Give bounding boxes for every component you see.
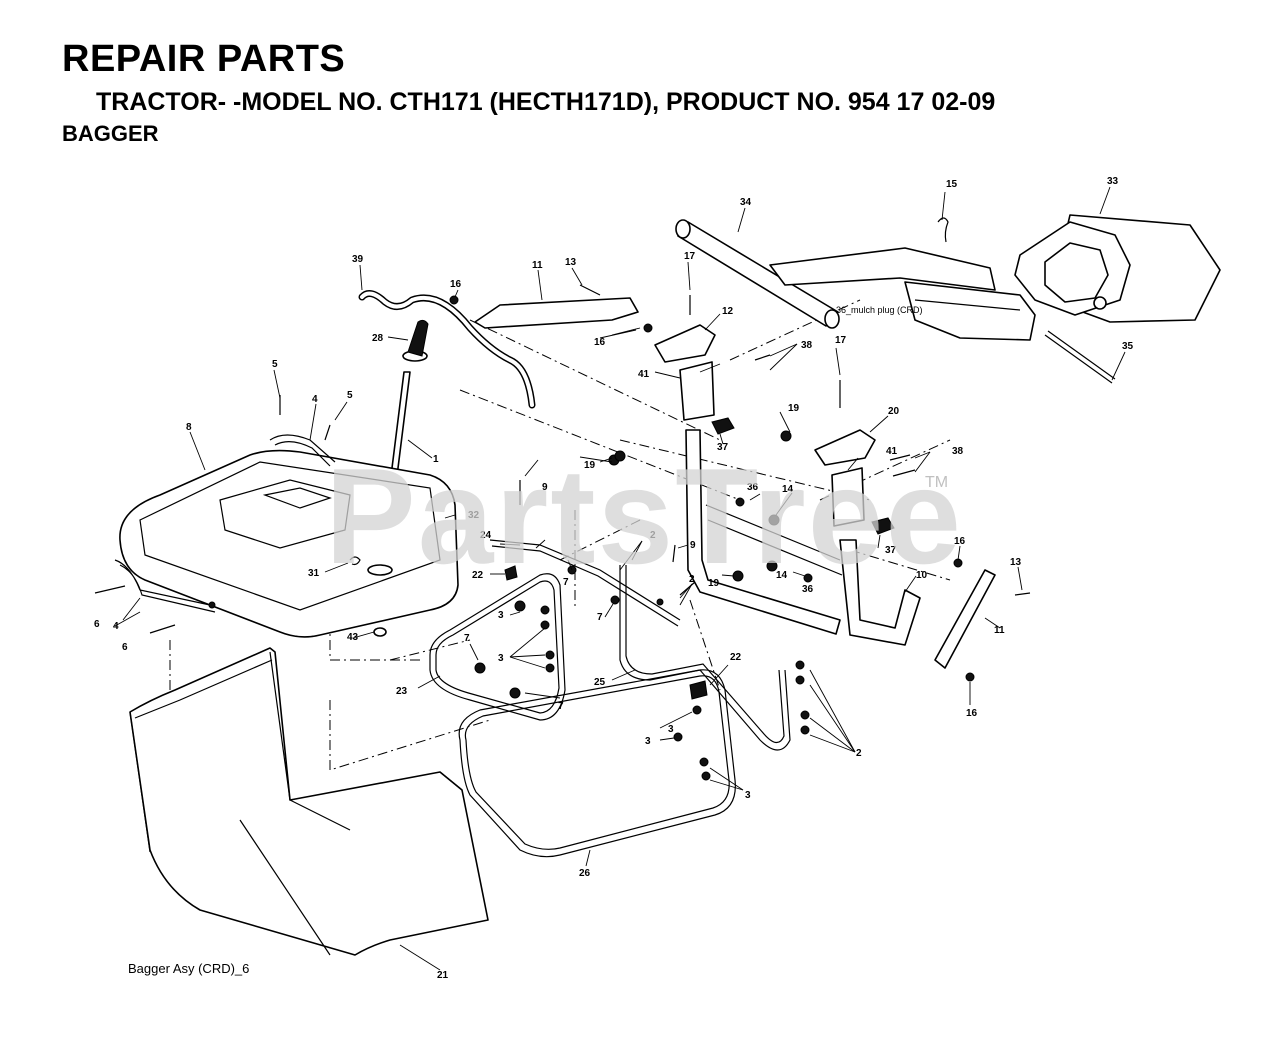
hardware-bolts bbox=[94, 284, 1031, 781]
grip-part-28 bbox=[402, 319, 429, 362]
callout-26: 26 bbox=[579, 868, 591, 879]
callout-19a: 19 bbox=[788, 403, 800, 414]
callout-labels: 39 28 1 8 5 5 4 4 6 6 43 31 32 9 9 24 22… bbox=[94, 176, 1134, 981]
callout-41a: 41 bbox=[638, 369, 650, 380]
callout-3d: 3 bbox=[645, 736, 651, 747]
mulch-plug-note: 36_mulch plug (CRD) bbox=[836, 305, 923, 315]
callout-16b: 16 bbox=[594, 337, 606, 348]
callout-17b: 17 bbox=[835, 335, 847, 346]
callout-16c: 16 bbox=[954, 536, 966, 547]
diagram-caption: Bagger Asy (CRD)_6 bbox=[128, 961, 250, 976]
callout-9a: 9 bbox=[542, 482, 548, 493]
callout-19c: 19 bbox=[708, 578, 720, 589]
latch-part-20 bbox=[814, 429, 876, 466]
page-title: REPAIR PARTS bbox=[62, 38, 346, 80]
callout-19b: 19 bbox=[584, 460, 596, 471]
callout-24: 24 bbox=[480, 530, 492, 541]
callout-2b: 2 bbox=[689, 574, 695, 585]
callout-11a: 11 bbox=[532, 260, 543, 271]
callout-13a: 13 bbox=[565, 257, 577, 268]
handle-part-4-left bbox=[114, 559, 216, 613]
callout-3a: 3 bbox=[498, 610, 504, 621]
callout-31: 31 bbox=[308, 568, 320, 579]
bracket-part-11-right bbox=[934, 569, 996, 669]
frame-part-23 bbox=[429, 573, 566, 721]
watermark: PartsTree bbox=[325, 440, 963, 592]
callout-4a: 4 bbox=[312, 394, 318, 405]
section-title: BAGGER bbox=[62, 121, 159, 146]
callout-43: 43 bbox=[347, 632, 359, 643]
chute-part-33 bbox=[1014, 214, 1221, 323]
callout-4b: 4 bbox=[113, 621, 119, 632]
callout-37a: 37 bbox=[717, 442, 729, 453]
callout-7a: 7 bbox=[563, 577, 569, 588]
callout-16d: 16 bbox=[966, 708, 978, 719]
callout-14a: 14 bbox=[782, 484, 794, 495]
callout-37b: 37 bbox=[885, 545, 897, 556]
callout-15: 15 bbox=[946, 179, 958, 190]
callout-22b: 22 bbox=[730, 652, 742, 663]
callout-39: 39 bbox=[352, 254, 364, 265]
callout-6b: 6 bbox=[122, 642, 128, 653]
callout-20: 20 bbox=[888, 406, 900, 417]
callout-35: 35 bbox=[1122, 341, 1134, 352]
callout-3e: 3 bbox=[745, 790, 751, 801]
callout-5a: 5 bbox=[272, 359, 278, 370]
callout-5b: 5 bbox=[347, 390, 353, 401]
clip-part-15 bbox=[937, 217, 949, 243]
callout-38b: 38 bbox=[952, 446, 964, 457]
handle-rod-part-39 bbox=[358, 290, 536, 409]
bracket-part-11-top bbox=[474, 297, 639, 329]
callout-3c: 3 bbox=[668, 724, 674, 735]
callout-36a: 36 bbox=[747, 482, 759, 493]
callout-16a: 16 bbox=[450, 279, 462, 290]
frame-part-26 bbox=[458, 669, 736, 858]
callout-33: 33 bbox=[1107, 176, 1119, 187]
watermark-tm: TM bbox=[925, 474, 949, 491]
hinge-part-41-right bbox=[831, 467, 865, 527]
callout-17a: 17 bbox=[684, 251, 696, 262]
callout-25: 25 bbox=[594, 677, 606, 688]
callout-3b: 3 bbox=[498, 653, 504, 664]
latch-part-12 bbox=[654, 324, 716, 363]
callout-23: 23 bbox=[396, 686, 408, 697]
callout-36b: 36 bbox=[802, 584, 814, 595]
callout-8: 8 bbox=[186, 422, 192, 433]
callout-7d: 7 bbox=[558, 701, 564, 712]
bag-top-part-8 bbox=[119, 449, 459, 638]
callout-7b: 7 bbox=[597, 612, 603, 623]
mulch-plug-part-36 bbox=[769, 247, 1036, 341]
callout-28: 28 bbox=[372, 333, 384, 344]
hinge-part-41-top bbox=[679, 361, 715, 421]
callout-21: 21 bbox=[437, 970, 449, 981]
callout-12: 12 bbox=[722, 306, 734, 317]
callout-38a: 38 bbox=[801, 340, 813, 351]
callout-41b: 41 bbox=[886, 446, 898, 457]
callout-2c: 2 bbox=[856, 748, 862, 759]
callout-7c: 7 bbox=[464, 633, 470, 644]
callout-1: 1 bbox=[433, 454, 439, 465]
callout-11b: 11 bbox=[994, 625, 1005, 636]
frame-part-10 bbox=[685, 429, 921, 646]
callout-34: 34 bbox=[740, 197, 752, 208]
block-part-37-top bbox=[711, 417, 735, 435]
block-part-37-right bbox=[871, 517, 895, 535]
bag-part-21 bbox=[129, 647, 489, 956]
callout-6a: 6 bbox=[94, 619, 100, 630]
model-subtitle: TRACTOR- -MODEL NO. CTH171 (HECTH171D), … bbox=[96, 88, 996, 116]
callout-22a: 22 bbox=[472, 570, 484, 581]
callout-32: 32 bbox=[468, 510, 480, 521]
callout-9b: 9 bbox=[690, 540, 696, 551]
pin-part-35 bbox=[1044, 330, 1116, 384]
leader-lines bbox=[114, 186, 1126, 971]
callout-13b: 13 bbox=[1010, 557, 1022, 568]
callout-2a: 2 bbox=[650, 530, 656, 541]
callout-10: 10 bbox=[916, 570, 928, 581]
callout-14b: 14 bbox=[776, 570, 788, 581]
